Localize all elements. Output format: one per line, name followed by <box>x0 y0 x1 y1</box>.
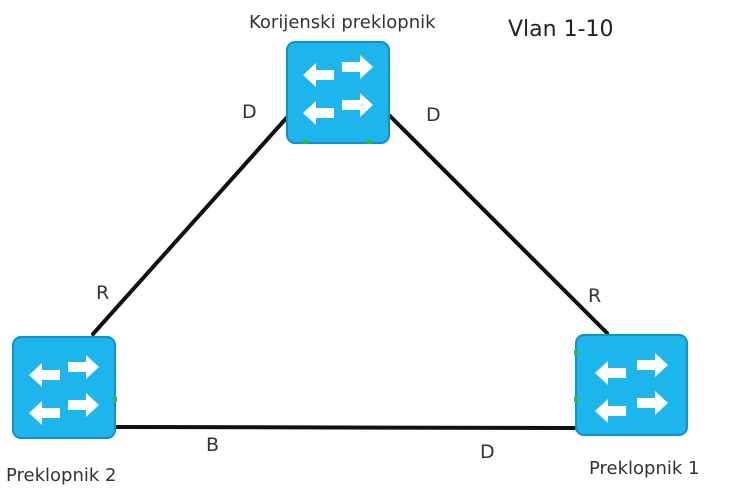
port-led-icon <box>303 140 308 144</box>
link-root-to-switch-1 <box>388 114 609 335</box>
port-led-icon <box>574 350 578 355</box>
root-switch[interactable] <box>286 41 390 144</box>
switch-icon <box>12 336 116 439</box>
switch-icon <box>575 334 688 436</box>
switch-icon <box>286 41 390 144</box>
port-role-switch-1-top: R <box>588 285 602 307</box>
port-role-switch-2-bottom: B <box>206 434 220 456</box>
switch-2-label: Preklopnik 2 <box>6 465 117 486</box>
port-led-icon <box>367 140 372 144</box>
port-role-switch-2-top: R <box>96 282 110 304</box>
port-led-icon <box>113 397 117 402</box>
port-role-switch-1-bottom: D <box>480 441 495 463</box>
vlan-range-label: Vlan 1-10 <box>508 17 614 42</box>
root-switch-label: Korijenski preklopnik <box>249 12 436 33</box>
switch-2[interactable] <box>12 336 117 439</box>
port-role-root-right: D <box>426 104 441 126</box>
link-root-to-switch-2 <box>91 112 292 336</box>
port-role-root-left: D <box>242 101 257 123</box>
port-led-icon <box>574 397 578 402</box>
link-switch-2-to-switch-1 <box>114 425 580 430</box>
switch-1-label: Preklopnik 1 <box>589 458 700 479</box>
switch-1[interactable] <box>574 334 688 436</box>
